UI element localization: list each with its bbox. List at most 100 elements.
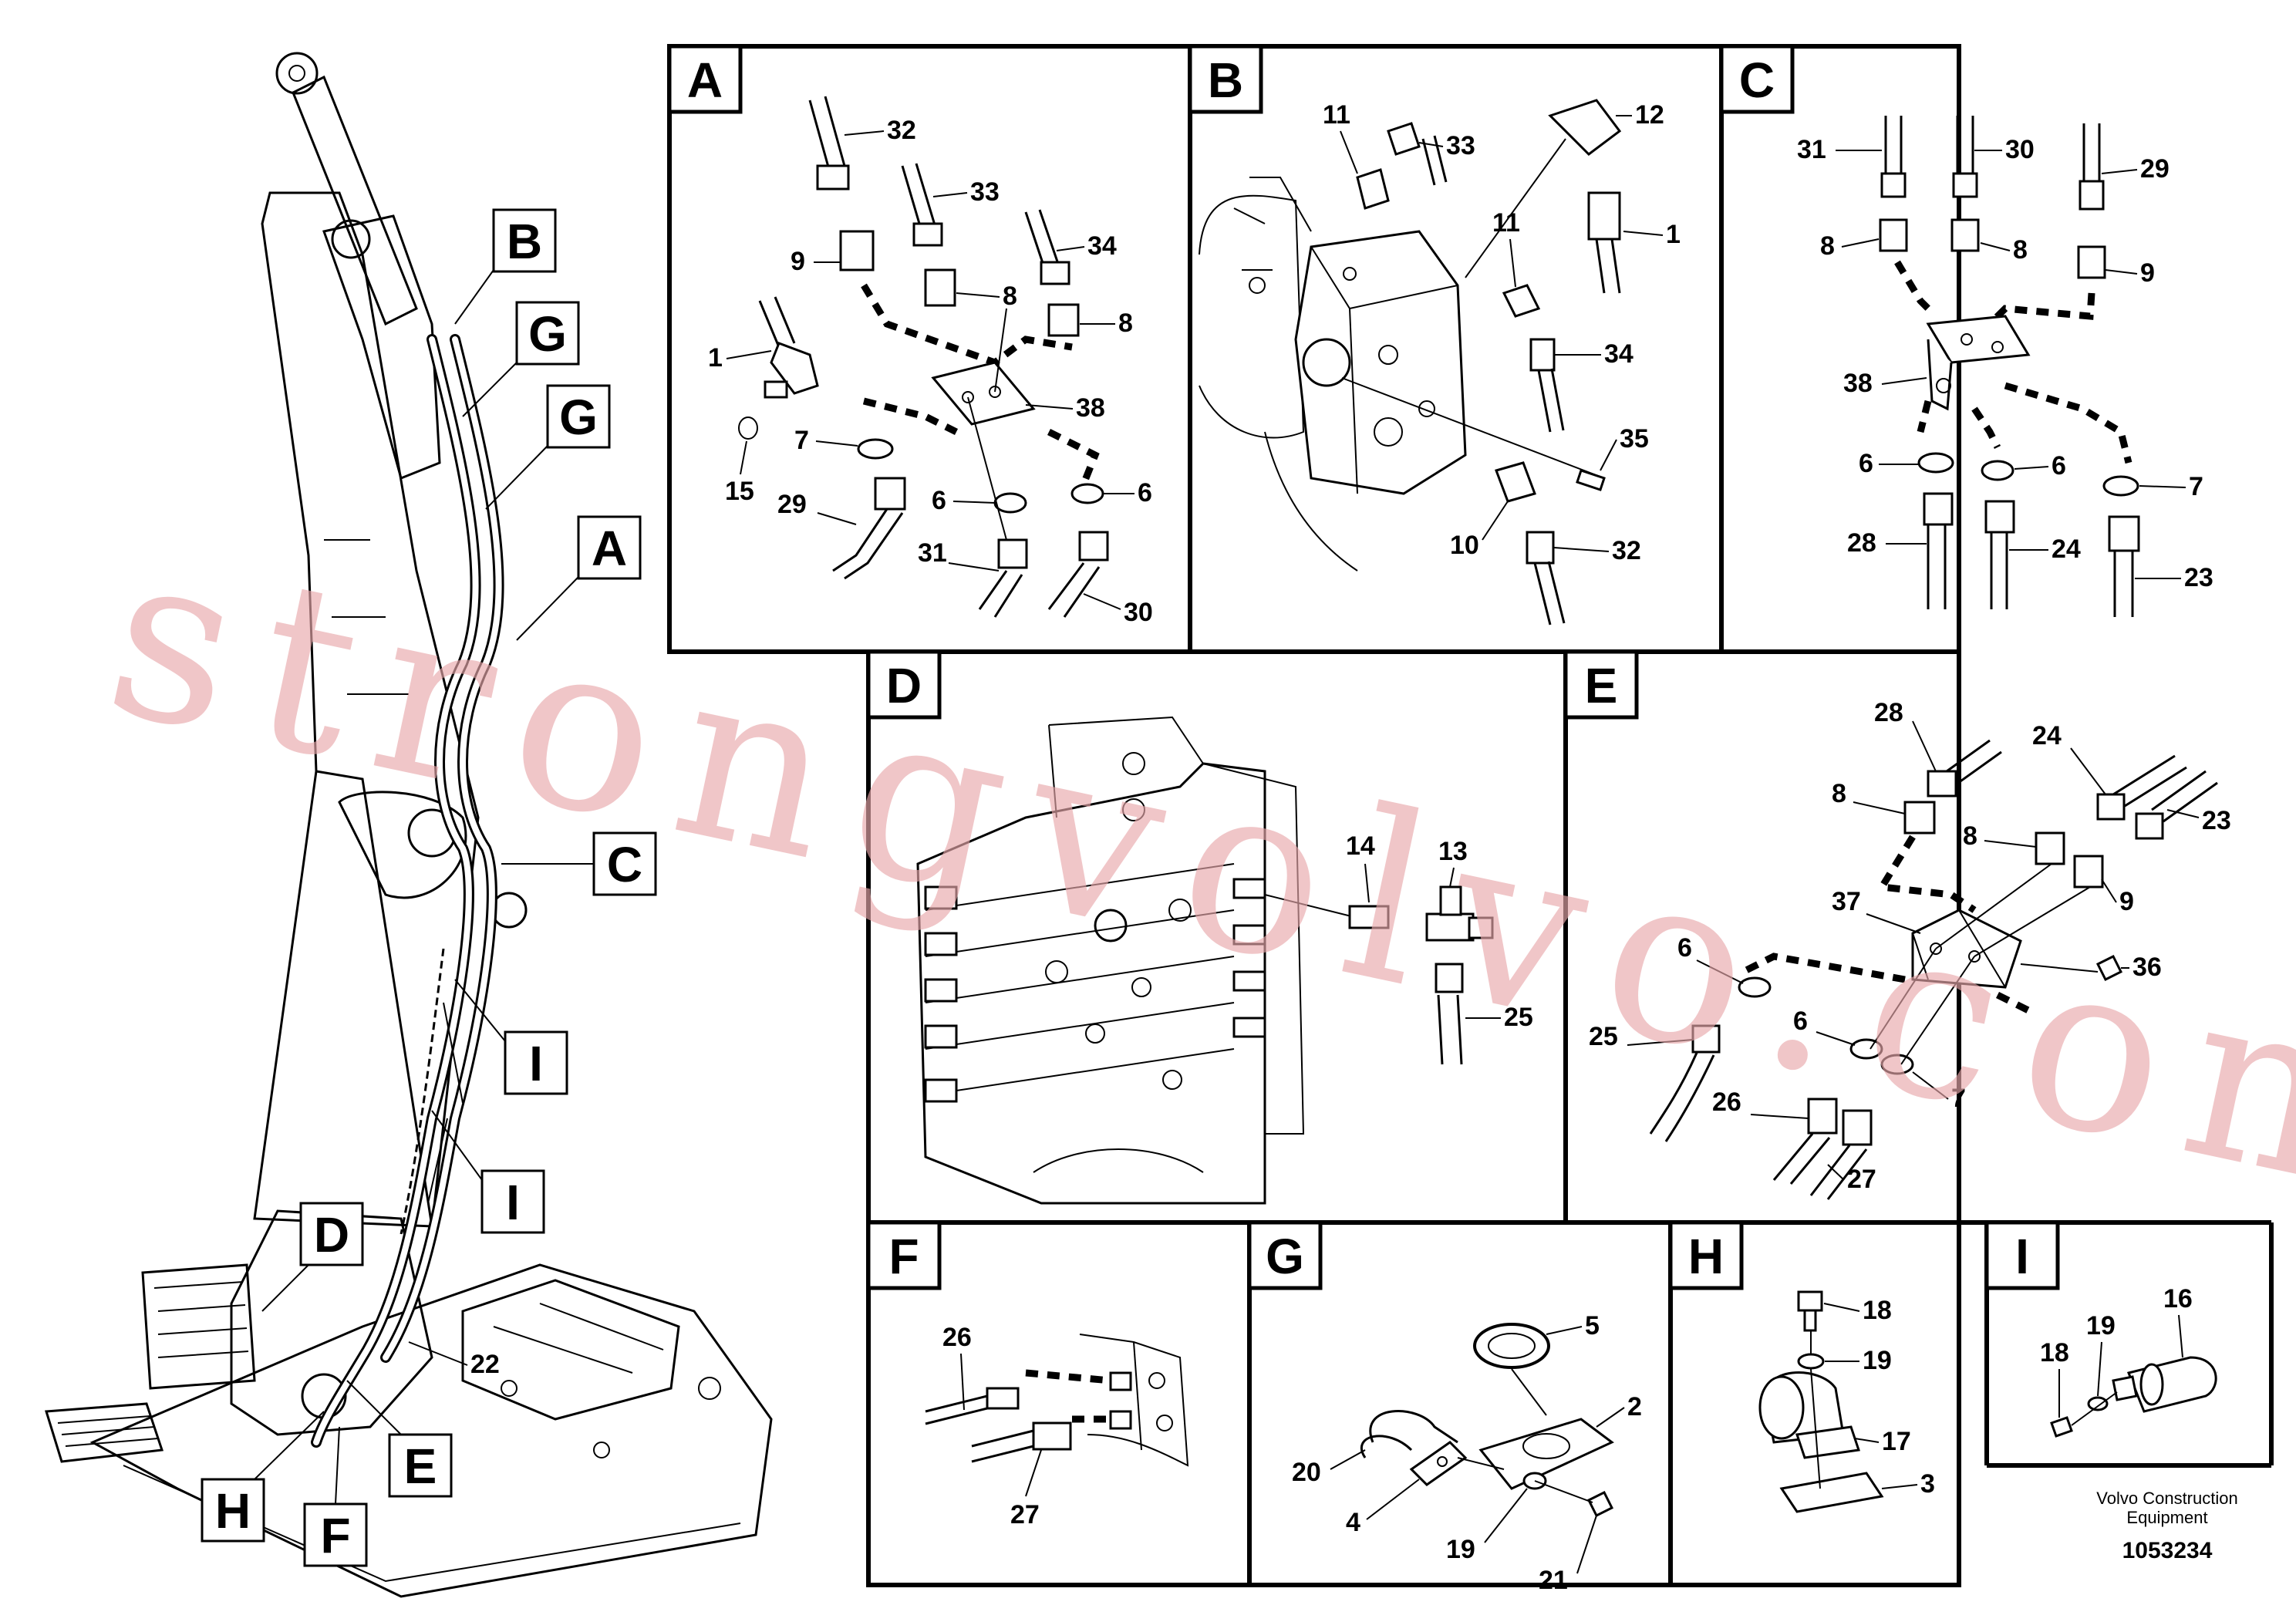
a-callout-30: 30 — [1124, 598, 1153, 627]
e-callout-24: 24 — [2032, 721, 2062, 750]
g-callout-5: 5 — [1585, 1311, 1600, 1340]
panel-letter-f: F — [888, 1229, 919, 1284]
panel-letter-g: G — [1266, 1229, 1304, 1284]
e-callout-36: 36 — [2132, 953, 2162, 982]
c-callout-28: 28 — [1847, 528, 1876, 558]
panel-letter-d: D — [886, 658, 922, 713]
d-callout-13: 13 — [1438, 837, 1468, 866]
c-callout-8-b: 8 — [2013, 235, 2028, 265]
callout-label-d: D — [314, 1207, 349, 1263]
a-callout-9: 9 — [791, 247, 805, 276]
a-callout-34: 34 — [1087, 231, 1117, 261]
b-callout-33: 33 — [1446, 131, 1475, 160]
panel-f: F 26 27 — [866, 1220, 1189, 1529]
f-callout-26: 26 — [942, 1323, 972, 1352]
e-callout-8-a: 8 — [1832, 779, 1846, 808]
panel-letter-i: I — [2015, 1229, 2029, 1284]
panel-letter-b: B — [1208, 52, 1243, 108]
h-callout-19: 19 — [1863, 1346, 1892, 1375]
c-callout-38: 38 — [1843, 369, 1873, 398]
e-callout-6-b: 6 — [1793, 1007, 1808, 1036]
e-callout-37: 37 — [1832, 887, 1861, 916]
c-callout-7: 7 — [2189, 472, 2203, 501]
panel-h: H 18 19 17 3 — [1668, 1220, 1935, 1513]
c-callout-8-a: 8 — [1820, 231, 1835, 261]
f-callout-27: 27 — [1010, 1500, 1040, 1529]
panel-b: B 11 33 — [1188, 44, 1681, 626]
a-callout-1: 1 — [708, 343, 723, 373]
h-callout-17: 17 — [1882, 1427, 1911, 1456]
callout-label-g1: G — [528, 306, 567, 362]
d-callout-14: 14 — [1346, 831, 1375, 861]
e-callout-23: 23 — [2202, 806, 2231, 835]
c-callout-9: 9 — [2140, 258, 2155, 288]
g-callout-19: 19 — [1446, 1535, 1475, 1564]
a-callout-7: 7 — [794, 426, 809, 455]
callout-label-g2: G — [559, 389, 598, 445]
i-callout-19: 19 — [2086, 1311, 2116, 1340]
b-callout-35: 35 — [1620, 424, 1649, 454]
panel-e: E 28 — [1563, 649, 2231, 1200]
panel-c: C 31 30 29 — [1719, 44, 2213, 617]
callout-label-e: E — [404, 1438, 437, 1494]
c-callout-31: 31 — [1797, 135, 1826, 164]
e-callout-28: 28 — [1874, 698, 1903, 727]
a-callout-33: 33 — [970, 177, 1000, 207]
b-callout-32: 32 — [1612, 536, 1641, 565]
b-callout-11-a: 11 — [1323, 100, 1350, 130]
callout-label-c: C — [607, 837, 642, 892]
callout-box-i1 — [504, 1030, 568, 1095]
i-callout-18: 18 — [2040, 1338, 2069, 1367]
e-callout-25: 25 — [1589, 1022, 1618, 1051]
c-callout-29: 29 — [2140, 154, 2170, 184]
callout-box-h — [201, 1478, 265, 1543]
a-callout-15: 15 — [725, 477, 754, 506]
a-callout-8-a: 8 — [1003, 282, 1017, 311]
a-callout-32: 32 — [887, 116, 916, 145]
footer: Volvo Construction Equipment 1053234 — [2096, 1489, 2237, 1563]
panel-letter-h: H — [1688, 1229, 1724, 1284]
g-callout-20: 20 — [1292, 1458, 1321, 1487]
g-callout-21: 21 — [1539, 1566, 1568, 1595]
callout-box-b — [492, 208, 557, 273]
panel-a: A 32 33 — [667, 44, 1153, 627]
callout-box-c — [592, 831, 657, 896]
e-callout-26: 26 — [1712, 1088, 1741, 1117]
callout-label-a: A — [592, 521, 627, 576]
panel-i: I 16 19 18 — [1984, 1220, 2217, 1438]
a-callout-6-b: 6 — [1138, 478, 1152, 508]
callout-label-f: F — [320, 1508, 350, 1563]
callout-box-f — [303, 1502, 368, 1567]
c-callout-6-b: 6 — [2052, 451, 2066, 481]
h-callout-18: 18 — [1863, 1296, 1892, 1325]
b-callout-1: 1 — [1666, 220, 1681, 249]
panel-letter-c: C — [1739, 52, 1775, 108]
c-callout-24: 24 — [2052, 534, 2081, 564]
panel-letter-a: A — [687, 52, 723, 108]
brand-line-2: Equipment — [2126, 1508, 2207, 1527]
b-callout-11-b: 11 — [1492, 208, 1520, 238]
callout-box-e — [388, 1433, 453, 1498]
callout-box-a — [577, 515, 642, 580]
e-callout-6-a: 6 — [1677, 933, 1692, 963]
callout-label-i2: I — [506, 1175, 520, 1230]
panel-letter-e: E — [1585, 658, 1618, 713]
brand-line-1: Volvo Construction — [2096, 1489, 2237, 1508]
panel-d: D 14 13 25 — [866, 649, 1533, 1205]
e-callout-8-b: 8 — [1963, 821, 1977, 851]
e-callout-9: 9 — [2119, 887, 2134, 916]
a-callout-6-a: 6 — [932, 486, 946, 515]
callout-label-b: B — [507, 214, 542, 269]
c-callout-6-a: 6 — [1859, 449, 1873, 478]
e-callout-27: 27 — [1847, 1165, 1876, 1194]
d-callout-25: 25 — [1504, 1003, 1533, 1032]
panel-g: G 5 2 20 4 19 21 — [1247, 1220, 1642, 1595]
callout-label-h: H — [215, 1483, 251, 1539]
g-callout-2: 2 — [1627, 1392, 1642, 1421]
b-callout-10: 10 — [1450, 531, 1479, 560]
g-callout-4: 4 — [1346, 1508, 1360, 1537]
a-callout-8-b: 8 — [1118, 309, 1133, 338]
overview-boom-drawing — [45, 52, 773, 1598]
i-callout-16: 16 — [2163, 1284, 2193, 1313]
